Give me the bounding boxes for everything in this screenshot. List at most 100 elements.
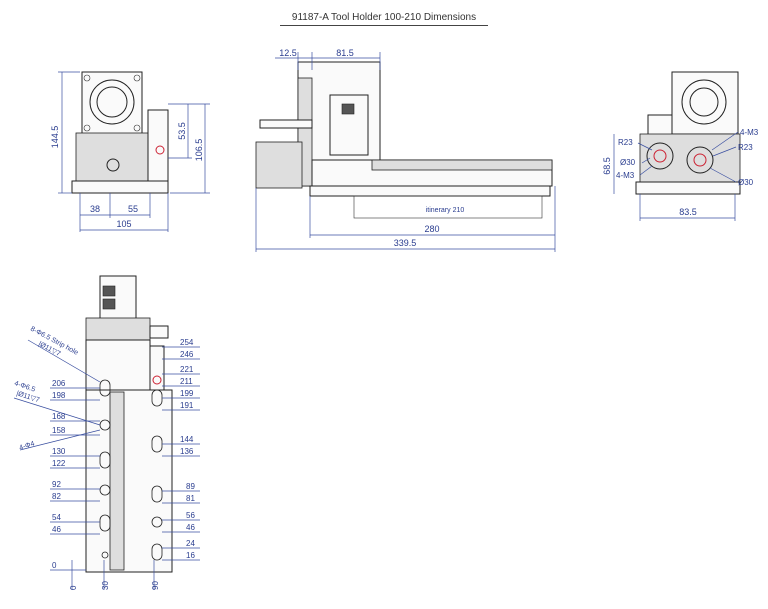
dim-38: 38 xyxy=(90,204,100,214)
leader-line xyxy=(641,157,651,164)
right-label-191: 191 xyxy=(180,401,194,410)
right-label-221: 221 xyxy=(180,365,194,374)
right-label-81: 81 xyxy=(186,494,195,503)
left-label-168: 168 xyxy=(52,412,66,421)
end-right-flange xyxy=(686,146,714,174)
left-dimension-labels: 206 198 168 158 130 122 92 82 54 46 0 xyxy=(52,379,66,570)
left-label-206: 206 xyxy=(52,379,66,388)
bottom-connector-1 xyxy=(102,285,116,297)
slot-89 xyxy=(151,485,163,503)
right-label-24: 24 xyxy=(186,539,195,548)
right-label-211: 211 xyxy=(180,377,193,386)
bottom-connector-2 xyxy=(102,298,116,310)
right-label-136: 136 xyxy=(180,447,194,456)
leader-line xyxy=(709,167,737,183)
front-carriage-block xyxy=(75,132,149,182)
dim-81-5: 81.5 xyxy=(336,48,354,58)
itinerary-label: itinerary 210 xyxy=(426,207,465,214)
dim-53-5: 53.5 xyxy=(177,122,187,140)
hole-56 xyxy=(151,516,163,528)
right-leader-lines xyxy=(162,346,200,561)
bottom-bracket xyxy=(149,325,169,339)
right-dimension-labels: 254 246 221 211 199 191 144 136 89 81 56… xyxy=(180,338,195,560)
bottom-rail-body xyxy=(85,389,173,573)
right-label-144: 144 xyxy=(180,435,194,444)
leader-line xyxy=(637,142,653,151)
front-screw-bl xyxy=(83,124,91,132)
front-screw-tl xyxy=(83,74,91,82)
front-view: 144.5 53.5 106.5 38 55 105 xyxy=(50,71,210,232)
end-r23-left: R23 xyxy=(618,138,633,147)
leader-line xyxy=(639,165,653,176)
end-m3-right: 4-M3 xyxy=(740,128,759,137)
dim-83-5: 83.5 xyxy=(679,207,697,217)
bottom-view: 8-Φ6.5 Strip hole |Ø11▽7 4-Φ6.5 |Ø11▽7 4… xyxy=(13,275,200,590)
side-travel-frame xyxy=(353,195,543,219)
dim-68-5: 68.5 xyxy=(602,157,612,175)
right-label-199: 199 xyxy=(180,389,194,398)
end-motor-bore xyxy=(689,87,719,117)
end-base-plate xyxy=(635,181,741,195)
dim-106-5: 106.5 xyxy=(194,139,204,162)
bottom-label-30: 30 xyxy=(101,581,110,590)
front-screw-tr xyxy=(133,74,141,82)
right-label-56: 56 xyxy=(186,511,195,520)
right-label-254: 254 xyxy=(180,338,194,347)
end-right-bore xyxy=(693,153,707,167)
dim-12-5: 12.5 xyxy=(279,48,297,58)
left-leader-lines xyxy=(50,387,100,571)
leader-line xyxy=(19,429,101,451)
right-label-246: 246 xyxy=(180,350,194,359)
front-screw-br xyxy=(133,124,141,132)
front-motor-bore xyxy=(96,86,128,118)
front-side-bracket xyxy=(147,109,169,187)
dim-280: 280 xyxy=(424,224,439,234)
left-label-54: 54 xyxy=(52,513,61,522)
hole-92 xyxy=(99,484,111,496)
dim-55: 55 xyxy=(128,204,138,214)
left-label-82: 82 xyxy=(52,492,61,501)
leader-line xyxy=(711,131,739,151)
side-base-rail xyxy=(309,185,551,197)
left-label-92: 92 xyxy=(52,480,61,489)
end-m3-left: 4-M3 xyxy=(616,171,635,180)
bottom-ballscrew xyxy=(109,391,125,571)
front-motor-flange xyxy=(89,79,135,125)
right-label-16: 16 xyxy=(186,551,195,560)
leader-line xyxy=(13,397,101,426)
left-label-122: 122 xyxy=(52,459,66,468)
dim-339-5: 339.5 xyxy=(394,238,417,248)
slot-130 xyxy=(99,451,111,469)
dim-144-5: 144.5 xyxy=(50,126,60,149)
left-label-0: 0 xyxy=(52,561,57,570)
drawing-title: 91187-A Tool Holder 100-210 Dimensions xyxy=(291,12,477,23)
front-bracket-hole xyxy=(155,145,165,155)
bottom-motor-flange xyxy=(85,317,151,341)
slot-24 xyxy=(151,543,163,561)
end-view: R23 Ø30 4-M3 4-M3 R23 Ø30 68.5 83.5 xyxy=(602,71,759,221)
end-left-bore xyxy=(653,149,667,163)
front-ballscrew-end xyxy=(106,158,120,172)
hole-bottom xyxy=(101,551,109,559)
hole-4-note: 4-Φ4 xyxy=(18,440,35,452)
side-ballscrew xyxy=(371,159,553,171)
side-end-block xyxy=(255,141,303,189)
title-underline xyxy=(280,25,488,26)
left-label-158: 158 xyxy=(52,426,66,435)
front-motor-housing xyxy=(81,71,143,135)
dim-105: 105 xyxy=(116,219,131,229)
leader-line xyxy=(27,339,101,383)
bottom-gearbox xyxy=(85,339,151,391)
bottom-label-90: 90 xyxy=(151,581,160,590)
end-d30-left: Ø30 xyxy=(620,158,636,167)
side-connector xyxy=(341,103,355,115)
right-label-46: 46 xyxy=(186,523,195,532)
leader-line xyxy=(712,146,737,157)
slot-54 xyxy=(99,514,111,532)
left-label-46: 46 xyxy=(52,525,61,534)
bottom-axis-labels: 0 30 90 xyxy=(69,560,160,590)
side-tool-arm xyxy=(259,119,313,129)
front-base-plate xyxy=(71,180,169,194)
hole-211 xyxy=(152,375,162,385)
